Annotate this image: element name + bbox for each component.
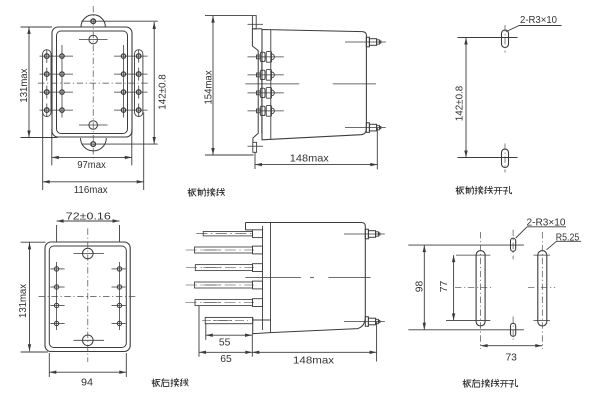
svg-text:65: 65 (220, 353, 232, 365)
svg-text:94: 94 (81, 376, 93, 388)
svg-text:97max: 97max (77, 159, 106, 171)
svg-text:55: 55 (219, 337, 231, 349)
svg-text:72±0.16: 72±0.16 (66, 211, 111, 223)
svg-text:116max: 116max (74, 184, 109, 196)
svg-text:R5.25: R5.25 (556, 231, 580, 243)
svg-text:148max: 148max (290, 152, 330, 164)
svg-text:142±0.8: 142±0.8 (454, 86, 466, 122)
svg-text:131max: 131max (18, 68, 30, 103)
svg-text:131max: 131max (17, 283, 29, 318)
svg-text:154max: 154max (202, 70, 214, 105)
svg-text:142±0.8: 142±0.8 (156, 74, 168, 110)
svg-text:2-R3×10: 2-R3×10 (520, 14, 557, 26)
svg-text:98: 98 (413, 281, 425, 293)
svg-text:2-R3×10: 2-R3×10 (527, 216, 566, 228)
svg-text:73: 73 (505, 352, 517, 364)
svg-text:148max: 148max (293, 355, 335, 367)
svg-text:77: 77 (438, 281, 450, 293)
